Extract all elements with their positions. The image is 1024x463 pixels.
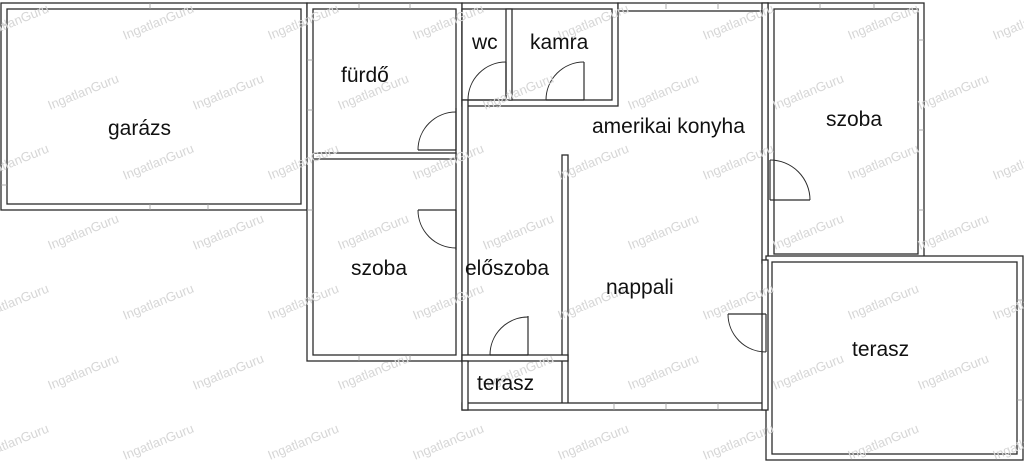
label-konyha: amerikai konyha xyxy=(592,115,745,138)
watermark-text: IngatlanGuru xyxy=(266,421,341,463)
watermark-text: IngatlanGuru xyxy=(556,421,631,463)
watermark-text: IngatlanGuru xyxy=(0,281,51,323)
watermark-text: IngatlanGuru xyxy=(411,421,486,463)
watermark-text: IngatlanGuru xyxy=(991,1,1024,43)
label-kamra: kamra xyxy=(530,31,589,54)
door-nappali xyxy=(727,313,767,353)
label-furdo: fürdő xyxy=(341,64,389,87)
watermark-text: IngatlanGuru xyxy=(626,211,701,253)
watermark-text: IngatlanGuru xyxy=(916,71,991,113)
door-eloszoba xyxy=(489,316,529,356)
watermark-text: IngatlanGuru xyxy=(191,211,266,253)
watermark-text: IngatlanGuru xyxy=(46,211,121,253)
door-kamra xyxy=(545,61,585,101)
door-wc xyxy=(467,61,507,101)
label-terasz-small: terasz xyxy=(477,372,534,395)
label-terasz-right: terasz xyxy=(852,338,909,361)
door-szoba-left xyxy=(417,209,457,250)
watermark-text: IngatlanGuru xyxy=(121,421,196,463)
label-szoba-left: szoba xyxy=(351,257,407,280)
label-garazs: garázs xyxy=(108,117,171,140)
watermark-text: IngatlanGuru xyxy=(191,351,266,393)
watermark-text: IngatlanGuru xyxy=(701,421,776,463)
watermark-text: IngatlanGuru xyxy=(0,421,51,463)
label-eloszoba: előszoba xyxy=(465,257,549,280)
watermark-text: IngatlanGuru xyxy=(916,211,991,253)
door-szoba-right xyxy=(769,159,811,201)
watermark-text: IngatlanGuru xyxy=(121,281,196,323)
watermark-text: IngatlanGuru xyxy=(626,71,701,113)
door-furdo xyxy=(417,108,457,151)
label-szoba-right: szoba xyxy=(826,108,882,131)
label-nappali: nappali xyxy=(606,276,674,299)
wall-ticks xyxy=(1,3,1023,410)
watermark-text: IngatlanGuru xyxy=(481,211,556,253)
watermark-text: IngatlanGuru xyxy=(626,351,701,393)
room-labels: garázs fürdő wc kamra amerikai konyha sz… xyxy=(108,31,909,395)
label-wc: wc xyxy=(471,31,498,54)
doors xyxy=(417,61,811,356)
watermark-text: IngatlanGuru xyxy=(991,141,1024,183)
watermark-text: IngatlanGuru xyxy=(46,351,121,393)
